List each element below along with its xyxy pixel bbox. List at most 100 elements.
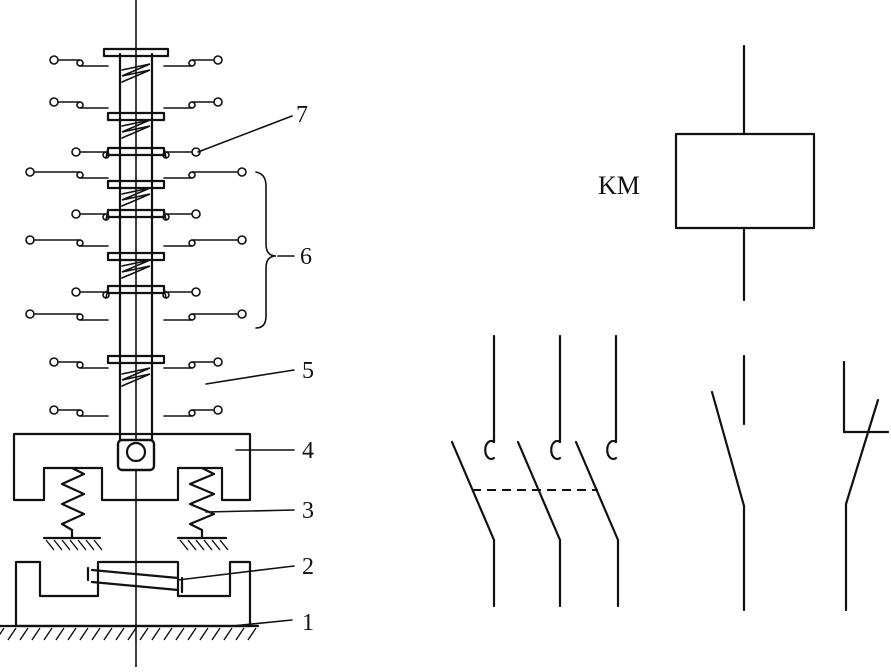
shading-coil [86, 566, 184, 594]
contact-point [188, 101, 196, 109]
terminal-circle [71, 147, 81, 157]
terminal-circle [237, 235, 247, 245]
contact-point [76, 239, 84, 247]
hatch-stroke [203, 539, 213, 551]
hatch-stroke [195, 539, 205, 551]
terminal-circle [213, 55, 223, 65]
hatch-stroke [211, 627, 221, 641]
part-label-6: 6 [300, 244, 312, 270]
part-label-2: 2 [302, 554, 314, 580]
terminal-circle [25, 235, 35, 245]
coil-box [674, 132, 816, 230]
hatch-stroke [219, 539, 229, 551]
part-number-labels: 1 2 3 4 5 6 7 [296, 102, 314, 636]
hatch-stroke [0, 627, 5, 636]
contact-point [188, 171, 196, 179]
contact-point [162, 291, 170, 299]
hatch-stroke [19, 627, 29, 641]
moving-contact-arm [163, 287, 167, 299]
hatch-stroke [55, 627, 65, 641]
hatch-stroke [247, 627, 257, 641]
terminal-circle [49, 357, 59, 367]
terminal-circle [25, 167, 35, 177]
contact-springs [121, 63, 151, 387]
moving-contact-arm [105, 147, 109, 159]
terminal-circle [237, 167, 247, 177]
terminal-circle [213, 405, 223, 415]
hatch-stroke [127, 627, 137, 641]
contact-point [76, 59, 84, 67]
contact-point [162, 151, 170, 159]
terminal-circle [49, 405, 59, 415]
static-iron-core [14, 560, 252, 628]
hatch-stroke [79, 627, 89, 641]
contact-point [188, 361, 196, 369]
hatch-stroke [223, 627, 233, 641]
contact-point [76, 361, 84, 369]
terminal-circle [49, 97, 59, 107]
hatch-stroke [187, 539, 197, 551]
hatch-stroke [163, 627, 173, 641]
hatch-stroke [77, 539, 87, 551]
terminal-circle [237, 309, 247, 319]
contact-point [162, 213, 170, 221]
base-ground-hatch [0, 624, 260, 641]
coil-label-km: KM [598, 171, 640, 200]
part-label-4: 4 [302, 438, 314, 464]
hatch-stroke [45, 539, 55, 551]
normally-open-aux-contact [710, 354, 746, 612]
hatch-stroke [179, 539, 189, 551]
terminal-circle [213, 97, 223, 107]
contact-point [188, 409, 196, 417]
push-rod [116, 52, 156, 472]
coil-symbol: KM [598, 44, 816, 302]
return-springs [42, 466, 229, 551]
main-contacts-symbol [450, 334, 620, 608]
moving-contact-arm [105, 209, 109, 221]
hatch-stroke [139, 627, 149, 641]
contactor-structure: 1 2 3 4 5 6 7 [0, 0, 314, 668]
moving-contact-arm [163, 209, 167, 221]
hatch-stroke [69, 539, 79, 551]
terminal-circle [71, 209, 81, 219]
part-label-5: 5 [302, 358, 314, 384]
part-label-3: 3 [302, 498, 314, 524]
contact-point [76, 409, 84, 417]
hatch-stroke [199, 627, 209, 641]
hatch-stroke [103, 627, 113, 641]
terminal-circle [213, 357, 223, 367]
hatch-stroke [61, 539, 71, 551]
contact-point [188, 239, 196, 247]
part-label-7: 7 [296, 102, 308, 128]
hatch-stroke [91, 627, 101, 641]
armature-moving-core [12, 432, 252, 502]
hatch-stroke [53, 539, 63, 551]
hatch-stroke [175, 627, 185, 641]
contact-point [76, 171, 84, 179]
hatch-stroke [67, 627, 77, 641]
hatch-stroke [151, 627, 161, 641]
contact-point [76, 313, 84, 321]
moving-contact-arm [163, 147, 167, 159]
hatch-stroke [31, 627, 41, 641]
contact-terminals [25, 55, 247, 417]
terminal-circle [71, 287, 81, 297]
terminal-circle [191, 287, 201, 297]
hatch-stroke [7, 627, 17, 641]
hatch-stroke [187, 627, 197, 641]
contact-point [102, 291, 110, 299]
normally-closed-aux-contact [842, 360, 890, 612]
leader-lines [177, 115, 295, 627]
hatch-stroke [115, 627, 125, 641]
contact-point [102, 151, 110, 159]
contact-point [76, 101, 84, 109]
hatch-stroke [211, 539, 221, 551]
part-label-1: 1 [302, 610, 314, 636]
hatch-stroke [235, 627, 245, 641]
contact-point [188, 313, 196, 321]
hatch-stroke [93, 539, 103, 551]
moving-contact-arm [105, 287, 109, 299]
contact-point [188, 59, 196, 67]
